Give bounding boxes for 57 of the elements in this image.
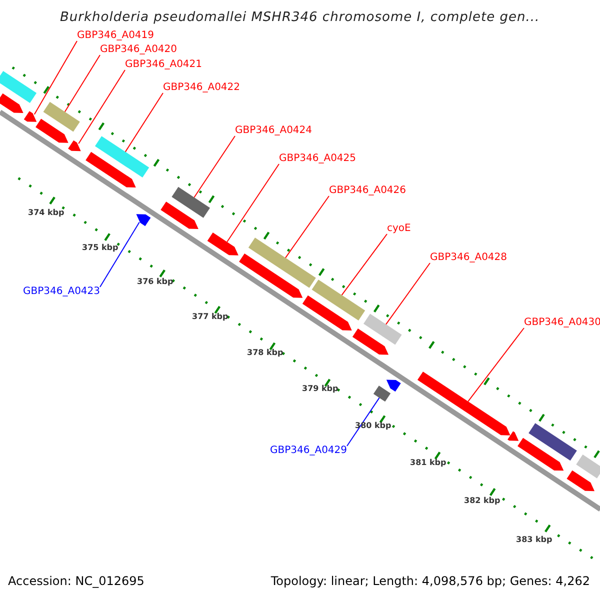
gene-label: GBP346_A0421 [125, 60, 202, 70]
gene-feature [239, 253, 303, 298]
gene-bar [43, 102, 80, 132]
map-title: Burkholderia pseudomallei MSHR346 chromosome I, complete gen... [60, 11, 540, 24]
gene-feature [417, 372, 510, 436]
tick-label: 376 kbp [137, 278, 174, 286]
leader-line [100, 222, 140, 288]
gene-bar [172, 186, 210, 218]
accession-text: Accession: NC_012695 [8, 575, 144, 587]
tick-label: 381 kbp [410, 459, 446, 467]
leader-line [346, 397, 380, 446]
gene-label: GBP346_A0429 [270, 446, 348, 456]
leader-line [468, 328, 524, 402]
gene-label: GBP346_A0425 [279, 154, 356, 164]
tick-label: 374 kbp [28, 209, 64, 217]
leader-line [34, 40, 78, 115]
leader-line [226, 164, 280, 242]
tick-label: 383 kbp [516, 536, 552, 544]
gene-label: GBP346_A0423 [23, 287, 100, 297]
leader-line [386, 262, 430, 325]
gene-label: GBP346_A0426 [329, 186, 406, 196]
gene-feature [508, 431, 519, 441]
gene-feature [24, 111, 37, 122]
gene-bar [373, 386, 391, 402]
gene-label: GBP346_A0422 [163, 83, 240, 93]
leader-line [78, 70, 126, 144]
gene-feature [386, 380, 401, 392]
leader-line [124, 92, 164, 152]
gene-label: GBP346_A0419 [77, 31, 154, 41]
gene-feature [136, 214, 151, 226]
gene-bar [576, 454, 600, 478]
leader-line [194, 136, 236, 198]
gene-bar [363, 314, 402, 345]
tick-label: 377 kbp [192, 313, 228, 321]
gene-feature [86, 152, 136, 188]
gene-feature [68, 140, 81, 152]
gene-feature [207, 232, 238, 256]
gene-feature [36, 118, 68, 143]
leader-line [64, 54, 100, 112]
tick-label: 379 kbp [302, 385, 338, 393]
gene-label: GBP346_A0420 [100, 45, 178, 55]
gene-feature [160, 202, 198, 229]
gene-label: cyoE [387, 224, 411, 234]
gene-feature [566, 470, 595, 492]
gene-label: GBP346_A0430 [524, 318, 600, 328]
leader-line [341, 234, 388, 296]
tick-label: 382 kbp [464, 497, 500, 505]
tick-label: 378 kbp [247, 349, 284, 357]
tick-label: 375 kbp [82, 244, 118, 252]
gene-feature [352, 328, 389, 355]
gene-label: GBP346_A0428 [430, 253, 508, 263]
gene-feature [0, 93, 24, 114]
leader-line [285, 196, 330, 258]
gene-label: GBP346_A0424 [235, 126, 312, 136]
gene-feature [302, 295, 352, 330]
gene-feature [518, 438, 564, 471]
topology-text: Topology: linear; Length: 4,098,576 bp; Genes: 4,262 [270, 575, 590, 587]
